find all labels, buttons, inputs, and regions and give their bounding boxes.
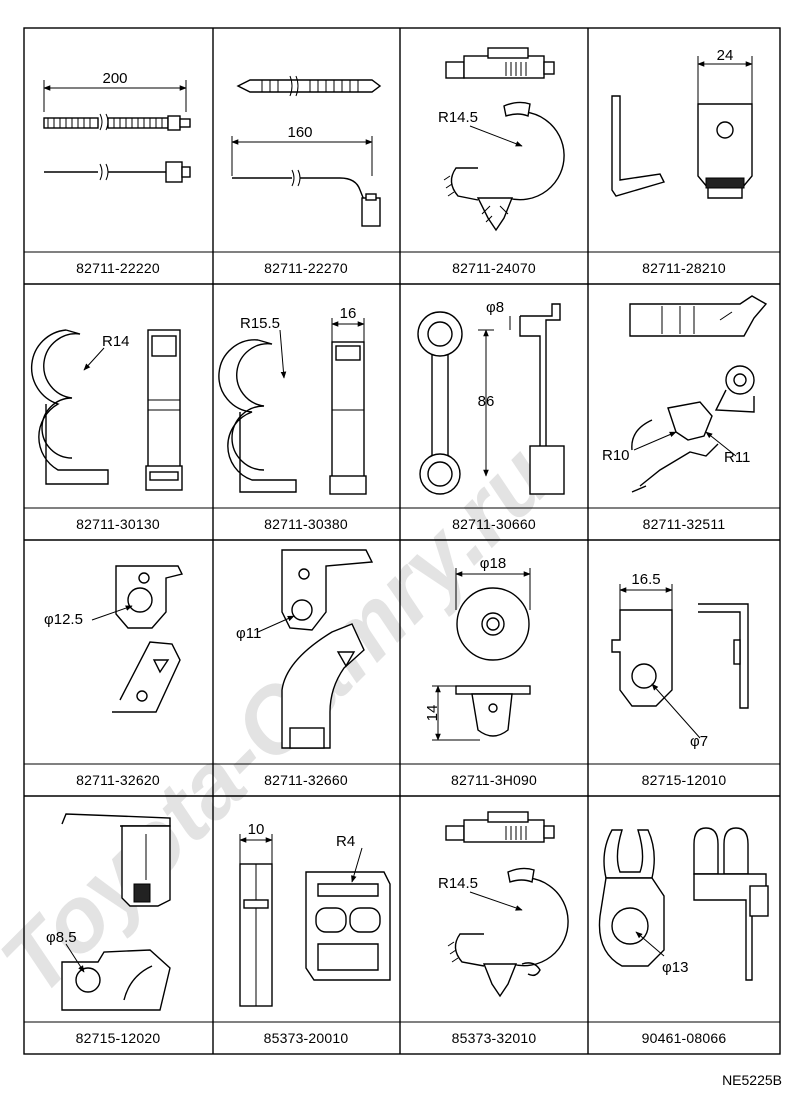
diameter-label: φ12.5 <box>44 611 83 628</box>
part-number: 82711-3H090 <box>451 772 537 788</box>
double-clamp-r15-drawing: R15.5 16 <box>218 305 367 495</box>
radius-label: R14.5 <box>438 109 478 126</box>
part-number: 82711-28210 <box>642 260 726 276</box>
part-number: 85373-20010 <box>264 1030 349 1046</box>
push-clip-drawing: φ18 14 <box>424 555 531 741</box>
dimension-label: 160 <box>287 124 312 141</box>
double-clamp-drawing: R14 <box>30 329 183 491</box>
part-number: 82711-24070 <box>452 260 536 276</box>
diameter-label: φ8.5 <box>46 929 77 946</box>
part-number: 85373-32010 <box>452 1030 537 1046</box>
radius-label: R15.5 <box>240 315 280 332</box>
part-number: 82711-32620 <box>76 772 160 788</box>
radius-label: R10 <box>602 447 630 464</box>
clip-86-drawing: 86 φ8 <box>417 299 565 495</box>
part-number: 90461-08066 <box>642 1030 727 1046</box>
part-number: 82711-22270 <box>264 260 348 276</box>
bracket-phi11-drawing: φ11 <box>236 549 374 749</box>
part-number: 82715-12020 <box>76 1030 161 1046</box>
part-number: 82711-22220 <box>76 260 160 276</box>
dimension-label: φ8 <box>486 299 504 316</box>
radius-label: R14 <box>102 333 130 350</box>
clip-r4-drawing: 10 R4 <box>239 821 391 1007</box>
dimension-label: 14 <box>424 705 441 722</box>
diameter-label: φ7 <box>690 733 708 750</box>
bracket-phi12-drawing: φ12.5 <box>44 565 184 713</box>
diameter-label: φ13 <box>662 959 688 976</box>
dimension-label: 16 <box>340 305 357 322</box>
cable-tie-drawing: 200 <box>43 70 191 183</box>
diameter-label: φ18 <box>480 555 506 572</box>
radius-label: R14.5 <box>438 875 478 892</box>
clamp-r145-drawing: R14.5 <box>438 811 569 998</box>
radius-label: R11 <box>724 449 750 466</box>
dimension-label: 200 <box>102 70 127 87</box>
cable-tie-160-drawing: 160 <box>231 75 382 227</box>
part-number: 82711-30380 <box>264 516 348 532</box>
figure-reference: NE5225B <box>722 1072 782 1088</box>
bracket-phi7-drawing: 16.5 φ7 <box>611 571 749 750</box>
radius-label: R4 <box>336 833 355 850</box>
bracket-drawing: 24 <box>611 47 753 199</box>
dimension-label: 86 <box>478 393 495 410</box>
clamp-drawing: R14.5 <box>438 47 565 232</box>
part-numbers: 82711-22220 82711-22270 82711-24070 8271… <box>76 260 727 1046</box>
grid <box>23 27 781 1055</box>
part-number: 82711-30130 <box>76 516 160 532</box>
diameter-label: φ11 <box>236 625 261 642</box>
part-number: 82715-12010 <box>642 772 727 788</box>
part-number: 82711-32660 <box>264 772 348 788</box>
clip-r10-r11-drawing: R10 R11 <box>602 295 768 493</box>
bracket-phi13-drawing: φ13 <box>598 827 769 981</box>
bracket-phi85-drawing: φ8.5 <box>46 813 171 1011</box>
part-number: 82711-32511 <box>643 516 726 532</box>
dimension-label: 24 <box>717 47 734 64</box>
dimension-label: 16.5 <box>631 571 660 588</box>
dimension-label: 10 <box>248 821 265 838</box>
part-number: 82711-30660 <box>452 516 536 532</box>
